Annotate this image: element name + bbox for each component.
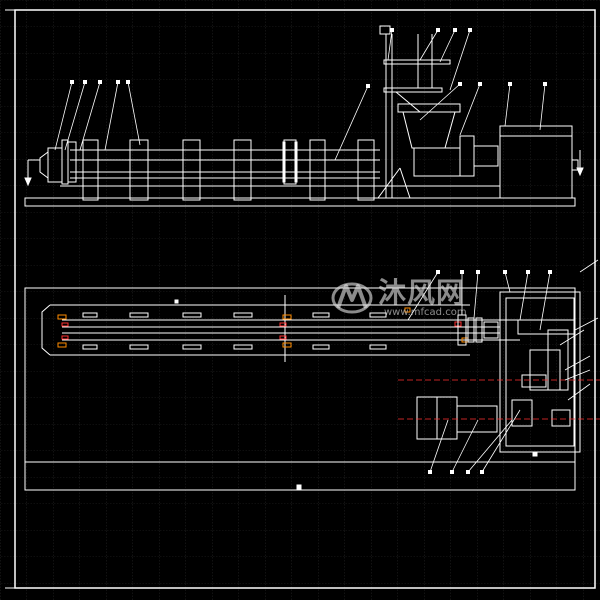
- feed-hopper: [377, 25, 461, 199]
- heater-bands: [82, 139, 375, 201]
- watermark: 沐风网 www.mfcad.com: [330, 278, 490, 324]
- drive-coupling: [457, 314, 499, 346]
- plan-outline: [24, 287, 576, 491]
- gearbox-housing: [499, 291, 581, 453]
- plan-leader-lines: [407, 259, 599, 473]
- gearbox-motor: [459, 125, 579, 199]
- barrel: [70, 149, 380, 179]
- front-view: [24, 25, 584, 207]
- watermark-url: www.mfcad.com: [384, 307, 467, 318]
- section-mark-right: [576, 150, 584, 177]
- center-lines: [398, 379, 600, 420]
- plan-section-view: [24, 28, 600, 491]
- end-head: [39, 139, 77, 185]
- mfcad-logo-icon: [331, 282, 373, 314]
- drawing-frame: [5, 9, 596, 589]
- flanges: [282, 141, 298, 183]
- section-mark-left: [24, 159, 40, 187]
- barrel-bolts: [82, 312, 387, 350]
- base-frame: [24, 197, 576, 207]
- watermark-brand: 沐风网: [378, 276, 466, 309]
- screw-barrel: [41, 295, 520, 362]
- leader-lines: [54, 29, 546, 161]
- part-balloons: [70, 28, 552, 474]
